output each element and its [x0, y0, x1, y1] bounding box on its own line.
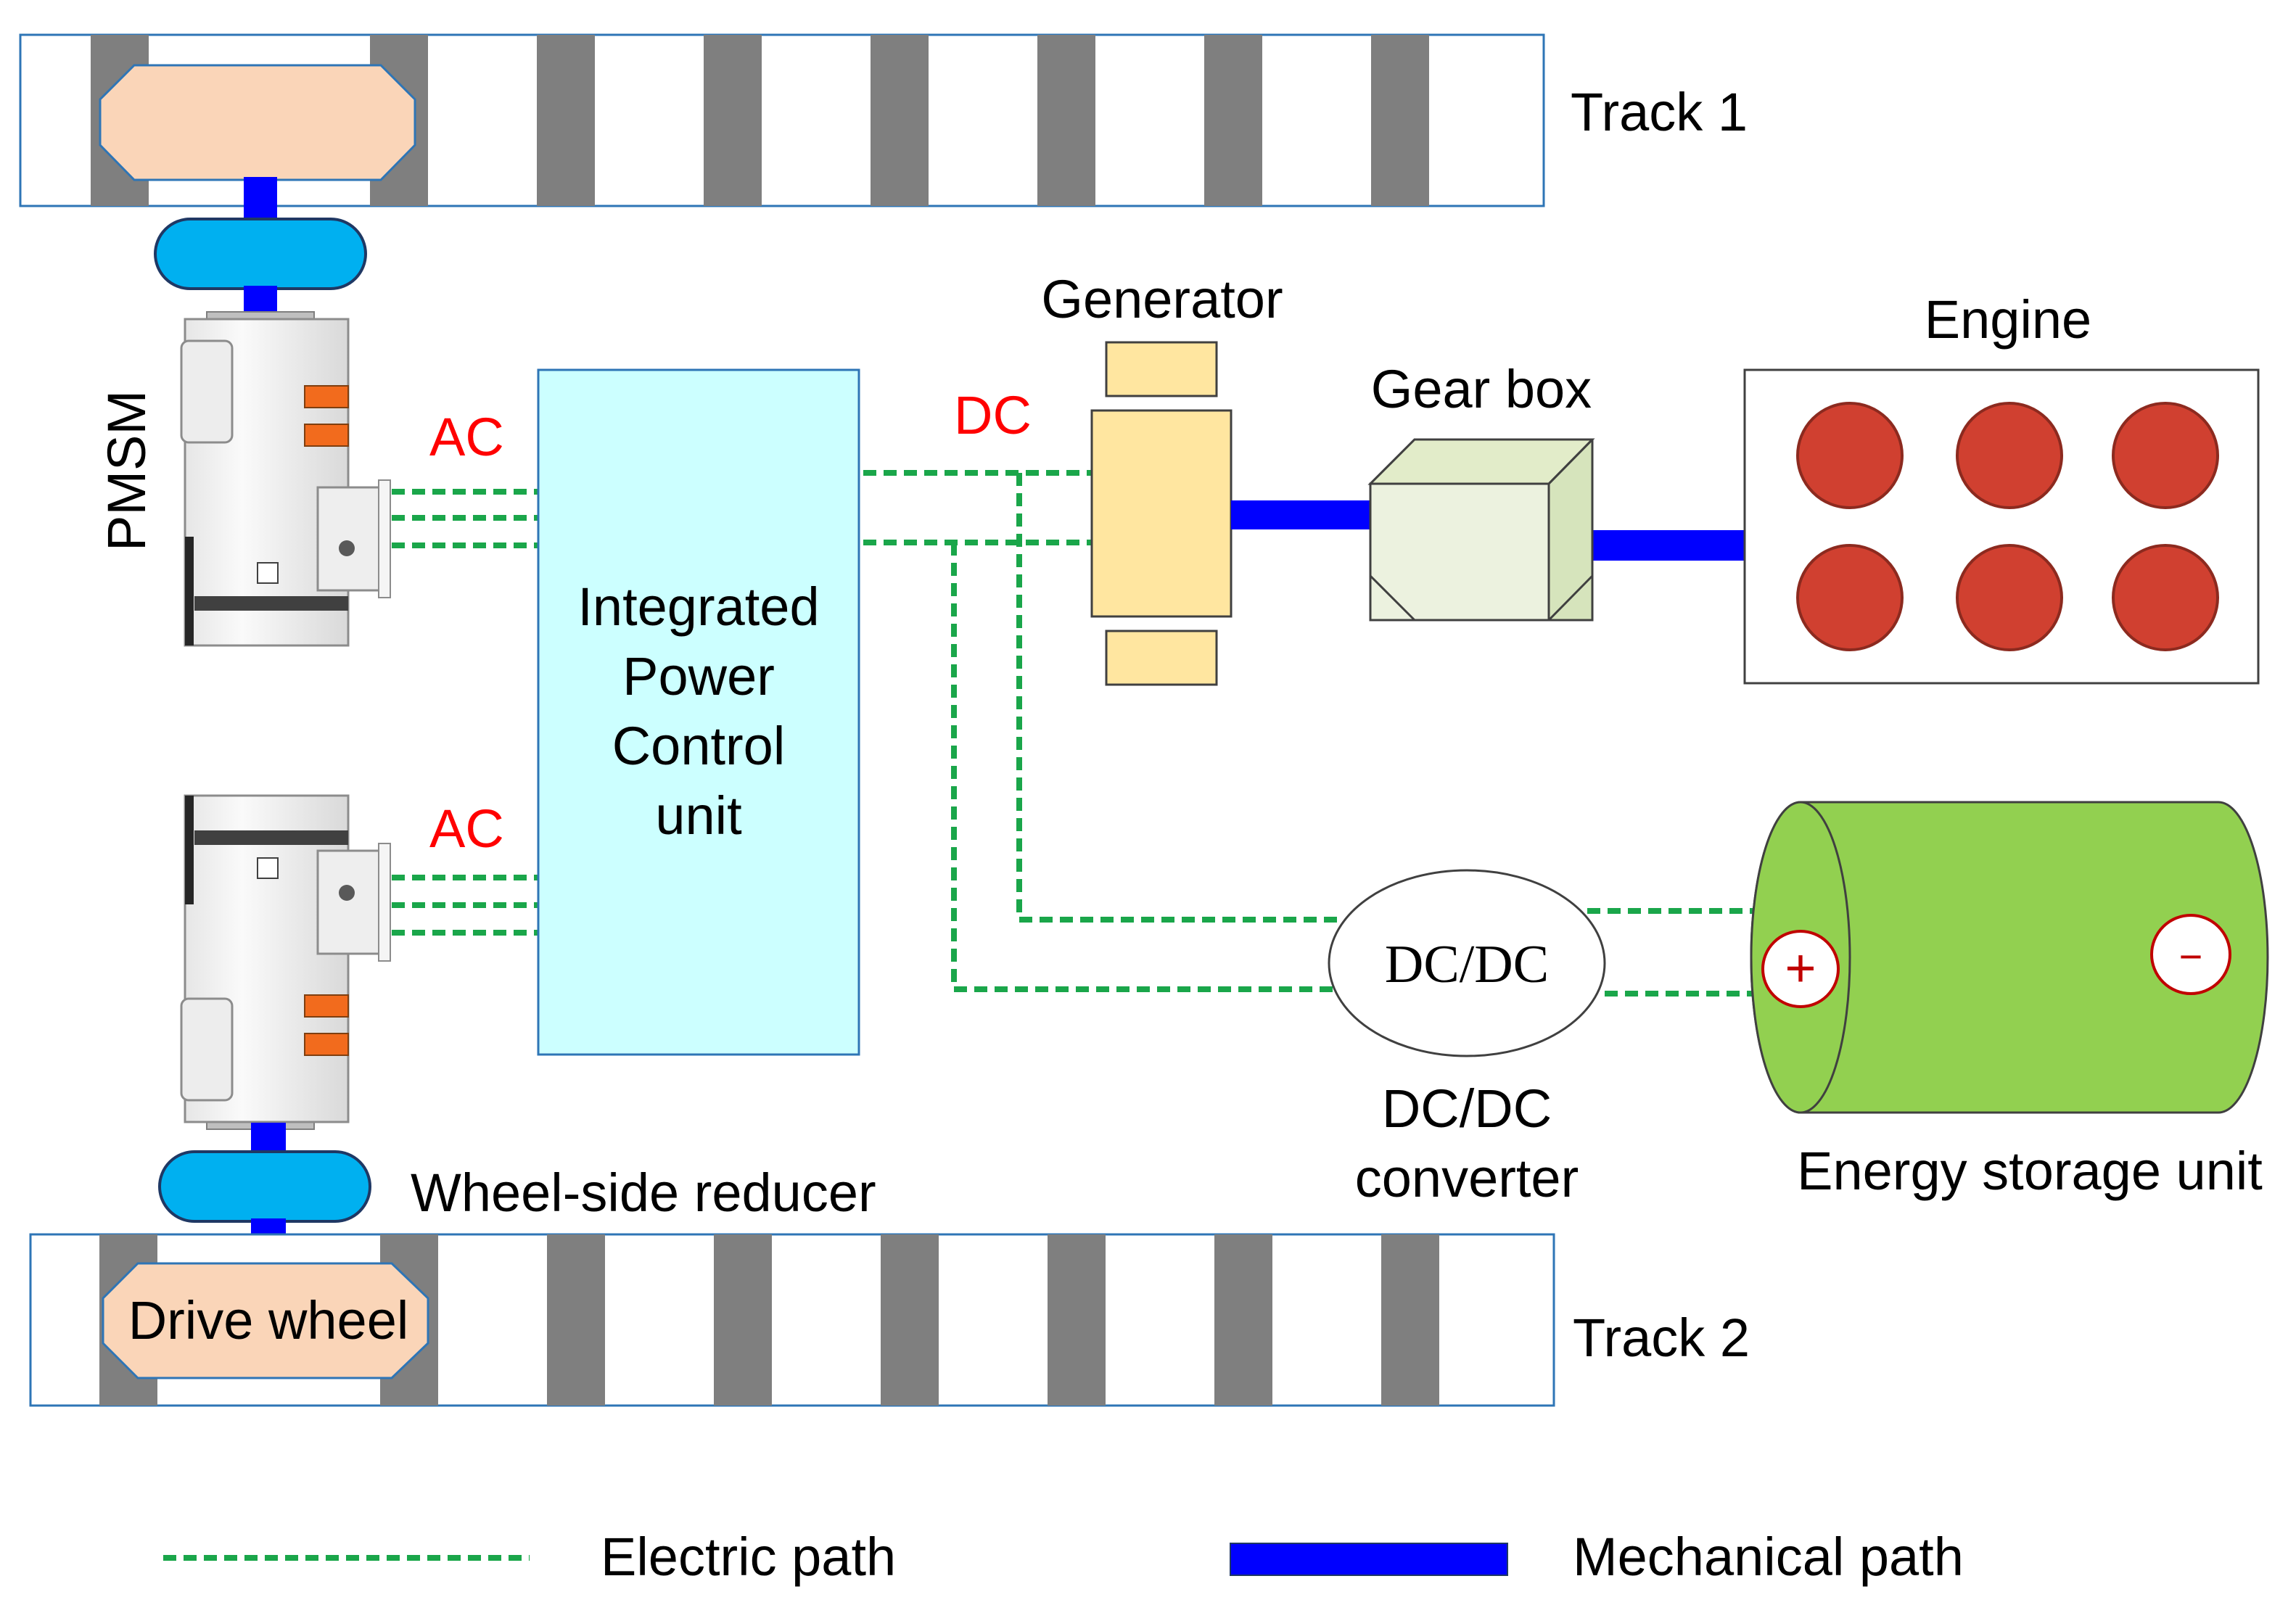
wheel-side-reducer-label: Wheel-side reducer	[411, 1163, 876, 1223]
dc-label: DC	[954, 385, 1032, 445]
energy-storage-unit	[1750, 801, 2269, 1114]
top-drive-wheel	[99, 64, 416, 181]
ipcu-label-line: Integrated	[577, 577, 819, 637]
generator-gearbox-shaft	[1231, 500, 1370, 529]
gearbox-label: Gear box	[1371, 359, 1592, 419]
gear-box	[1367, 438, 1595, 622]
bottom-pmsm-motor	[180, 794, 391, 1130]
engine-cylinder	[1796, 544, 1904, 651]
bottom-wheel-reducer	[158, 1150, 371, 1223]
ac-label-bottom: AC	[429, 799, 504, 859]
generator-label: Generator	[1041, 269, 1283, 329]
track-1-label: Track 1	[1571, 82, 1748, 142]
positive-terminal	[1761, 930, 1840, 1008]
gearbox-engine-shaft	[1592, 530, 1745, 561]
engine-cylinder	[1956, 544, 2063, 651]
mechanical-path-label: Mechanical path	[1573, 1527, 1964, 1587]
dc-dc-converter	[1328, 869, 1606, 1057]
plus-sign: +	[1785, 938, 1816, 998]
ac-lines-bottom	[392, 875, 538, 936]
electric-path-label: Electric path	[601, 1527, 896, 1587]
top-pmsm-motor	[180, 311, 391, 647]
bottom-drive-wheel	[102, 1262, 429, 1379]
engine-cylinders	[1796, 402, 2219, 651]
ipcu-label: Integrated Power Control unit	[577, 577, 819, 846]
ac-lines-top	[392, 489, 538, 548]
ipcu-label-line: Power	[622, 646, 775, 706]
bottom-motor-shaft	[251, 1123, 286, 1155]
engine-cylinder	[2112, 402, 2219, 509]
dc-lines	[863, 470, 1754, 997]
drive-wheel-label: Drive wheel	[128, 1290, 409, 1350]
engine-label: Engine	[1925, 289, 2091, 350]
mechanical-path-swatch	[1230, 1543, 1508, 1576]
ac-label-top: AC	[429, 407, 504, 467]
dc-dc-caption-line: DC/DC	[1382, 1078, 1552, 1139]
legend: Electric path Mechanical path	[163, 1527, 1964, 1587]
track-2-label: Track 2	[1573, 1308, 1750, 1368]
top-wheel-shaft	[244, 177, 277, 222]
minus-sign: −	[2179, 933, 2203, 979]
engine-cylinder	[1796, 402, 1904, 509]
engine-cylinder	[2112, 544, 2219, 651]
dc-dc-converter-text: DC/DC	[1385, 935, 1549, 994]
dc-dc-caption-line: converter	[1355, 1148, 1579, 1208]
generator	[1090, 341, 1233, 686]
negative-terminal	[2150, 914, 2231, 995]
energy-storage-label: Energy storage unit	[1797, 1141, 2263, 1201]
top-wheel-reducer	[154, 218, 367, 290]
integrated-power-control-unit	[537, 368, 860, 1056]
pmsm-label: PMSM	[96, 390, 157, 551]
ipcu-label-line: Control	[612, 716, 786, 776]
ipcu-label-line: unit	[655, 785, 742, 846]
engine-cylinder	[1956, 402, 2063, 509]
